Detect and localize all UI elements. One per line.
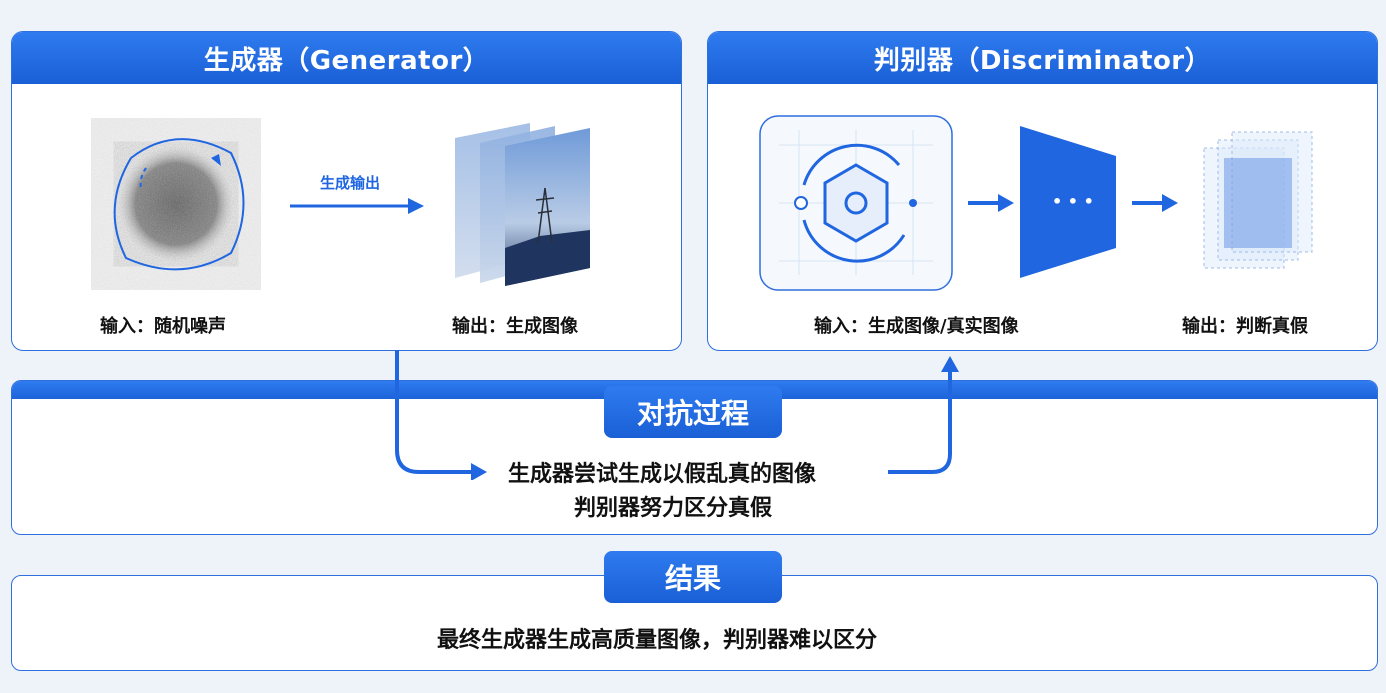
result-text: 最终生成器生成高质量图像，判别器难以区分 <box>437 628 878 653</box>
discriminator-title: 判别器（Discriminator） <box>708 32 1377 84</box>
judgment-output-icon <box>1203 131 1313 269</box>
generator-input-label: 输入：随机噪声 <box>100 316 226 337</box>
adversarial-process-title: 对抗过程 <box>604 386 782 438</box>
generate-output-arrow-label: 生成输出 <box>320 174 381 192</box>
random-noise-image <box>91 118 261 290</box>
network-ellipsis: • • • <box>1052 192 1094 211</box>
adversarial-line-1: 生成器尝试生成以假乱真的图像 <box>508 462 817 487</box>
adversarial-to-discriminator-arrow-icon <box>888 356 959 474</box>
discriminator-arrow-1-icon <box>968 194 1014 212</box>
neural-network-icon <box>1020 126 1116 278</box>
adversarial-line-2: 判别器努力区分真假 <box>574 496 773 521</box>
generator-panel: 生成器（Generator） 输入：随机噪声 生成输出 <box>11 31 682 351</box>
discriminator-arrow-2-icon <box>1132 194 1178 212</box>
discriminator-input-label: 输入：生成图像/真实图像 <box>814 316 1019 337</box>
generator-arrow-icon <box>290 198 424 214</box>
generator-output-label: 输出：生成图像 <box>452 316 578 337</box>
result-title: 结果 <box>604 551 782 603</box>
image-input-icon <box>759 115 953 291</box>
generated-image-stack <box>455 123 590 286</box>
discriminator-output-label: 输出：判断真假 <box>1182 316 1308 337</box>
discriminator-panel: 判别器（Discriminator） 输入：生成图像/真实图像 • • • <box>707 31 1378 351</box>
generator-to-adversarial-arrow-icon <box>395 350 487 480</box>
generator-title: 生成器（Generator） <box>12 32 681 84</box>
